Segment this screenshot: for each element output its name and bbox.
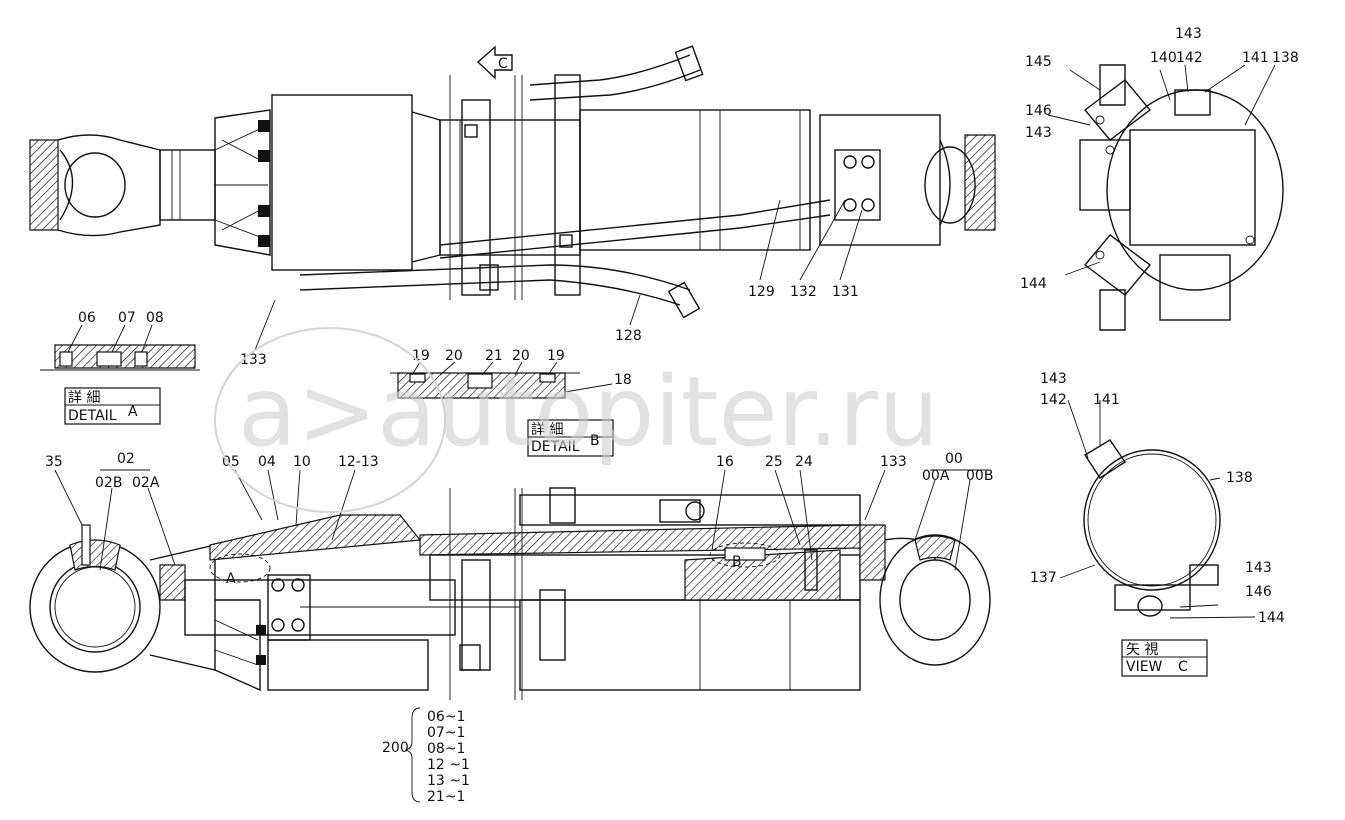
view-c-letter: C — [1178, 659, 1188, 675]
label-24: 24 — [795, 454, 813, 470]
end-label-138: 138 — [1272, 50, 1299, 66]
watermark-text: a>autopiter.ru — [238, 356, 939, 468]
viewc-label-143: 143 — [1040, 371, 1067, 387]
kit-item-13: 13 ~1 — [427, 773, 470, 789]
detail-a-label-06: 06 — [78, 310, 96, 326]
label-00: 00 — [945, 451, 963, 467]
label-00b: 00B — [966, 468, 993, 484]
top-view: C 133 128 129 132 131 — [29, 45, 996, 368]
label-133-section: 133 — [880, 454, 907, 470]
viewc-label-137: 137 — [1030, 570, 1057, 586]
detail-b-label-19b: 19 — [547, 348, 565, 364]
detail-a-letter: A — [128, 404, 138, 420]
label-131: 131 — [832, 284, 859, 300]
end-label-146: 146 — [1025, 103, 1052, 119]
kit-item-07: 07~1 — [427, 725, 465, 741]
detail-a-label-07: 07 — [118, 310, 136, 326]
section-mark-b: B — [732, 554, 742, 570]
viewc-label-143b: 143 — [1245, 560, 1272, 576]
label-02a: 02A — [132, 475, 160, 491]
detail-a-jp: 詳 細 — [68, 390, 100, 406]
end-label-144: 144 — [1020, 276, 1047, 292]
section-mark-a: A — [226, 571, 236, 587]
label-10: 10 — [293, 454, 311, 470]
seal-kit-list: 200 06~1 07~1 08~1 12 ~1 13 ~1 21~1 — [382, 707, 470, 805]
label-16: 16 — [716, 454, 734, 470]
section-view: A B 35 02 02B 02A 05 04 10 12-13 16 25 2… — [29, 451, 993, 700]
label-35: 35 — [45, 454, 63, 470]
viewc-label-141: 141 — [1093, 392, 1120, 408]
label-02: 02 — [117, 451, 135, 467]
detail-b-en: DETAIL — [531, 439, 580, 455]
end-label-142: 142 — [1176, 50, 1203, 66]
detail-b-label-18: 18 — [614, 372, 632, 388]
label-05: 05 — [222, 454, 240, 470]
label-25: 25 — [765, 454, 783, 470]
detail-b-jp: 詳 細 — [531, 422, 563, 438]
detail-a-label-08: 08 — [146, 310, 164, 326]
label-129: 129 — [748, 284, 775, 300]
viewc-label-138: 138 — [1226, 470, 1253, 486]
end-view: 145 146 143 143 140 142 141 138 144 — [1020, 26, 1299, 331]
detail-b-label-20b: 20 — [512, 348, 530, 364]
label-128: 128 — [615, 328, 642, 344]
label-02b: 02B — [95, 475, 122, 491]
end-label-143b: 143 — [1175, 26, 1202, 42]
watermark: a>autopiter.ru — [214, 327, 939, 513]
kit-item-06: 06~1 — [427, 709, 465, 725]
view-c-jp: 矢 視 — [1126, 642, 1158, 658]
view-c: 143 142 141 138 137 143 146 144 矢 視 VIEW… — [1030, 371, 1285, 677]
kit-item-08: 08~1 — [427, 741, 465, 757]
view-c-en: VIEW — [1126, 659, 1163, 675]
kit-item-21: 21~1 — [427, 789, 465, 805]
viewc-label-144: 144 — [1258, 610, 1285, 626]
label-04: 04 — [258, 454, 276, 470]
end-label-143a: 143 — [1025, 125, 1052, 141]
label-12-13: 12-13 — [338, 454, 379, 470]
view-marker-c: C — [498, 56, 508, 72]
kit-number: 200 — [382, 740, 409, 756]
label-00a: 00A — [922, 468, 950, 484]
end-label-145: 145 — [1025, 54, 1052, 70]
end-label-141: 141 — [1242, 50, 1269, 66]
label-132: 132 — [790, 284, 817, 300]
detail-b-letter: B — [590, 433, 600, 449]
detail-b-label-21: 21 — [485, 348, 503, 364]
viewc-label-146: 146 — [1245, 584, 1272, 600]
detail-a-en: DETAIL — [68, 408, 117, 424]
viewc-label-142: 142 — [1040, 392, 1067, 408]
detail-a: 06 07 08 詳 細 DETAIL A — [40, 310, 200, 425]
kit-item-12: 12 ~1 — [427, 757, 470, 773]
end-label-140: 140 — [1150, 50, 1177, 66]
detail-b-label-20a: 20 — [445, 348, 463, 364]
